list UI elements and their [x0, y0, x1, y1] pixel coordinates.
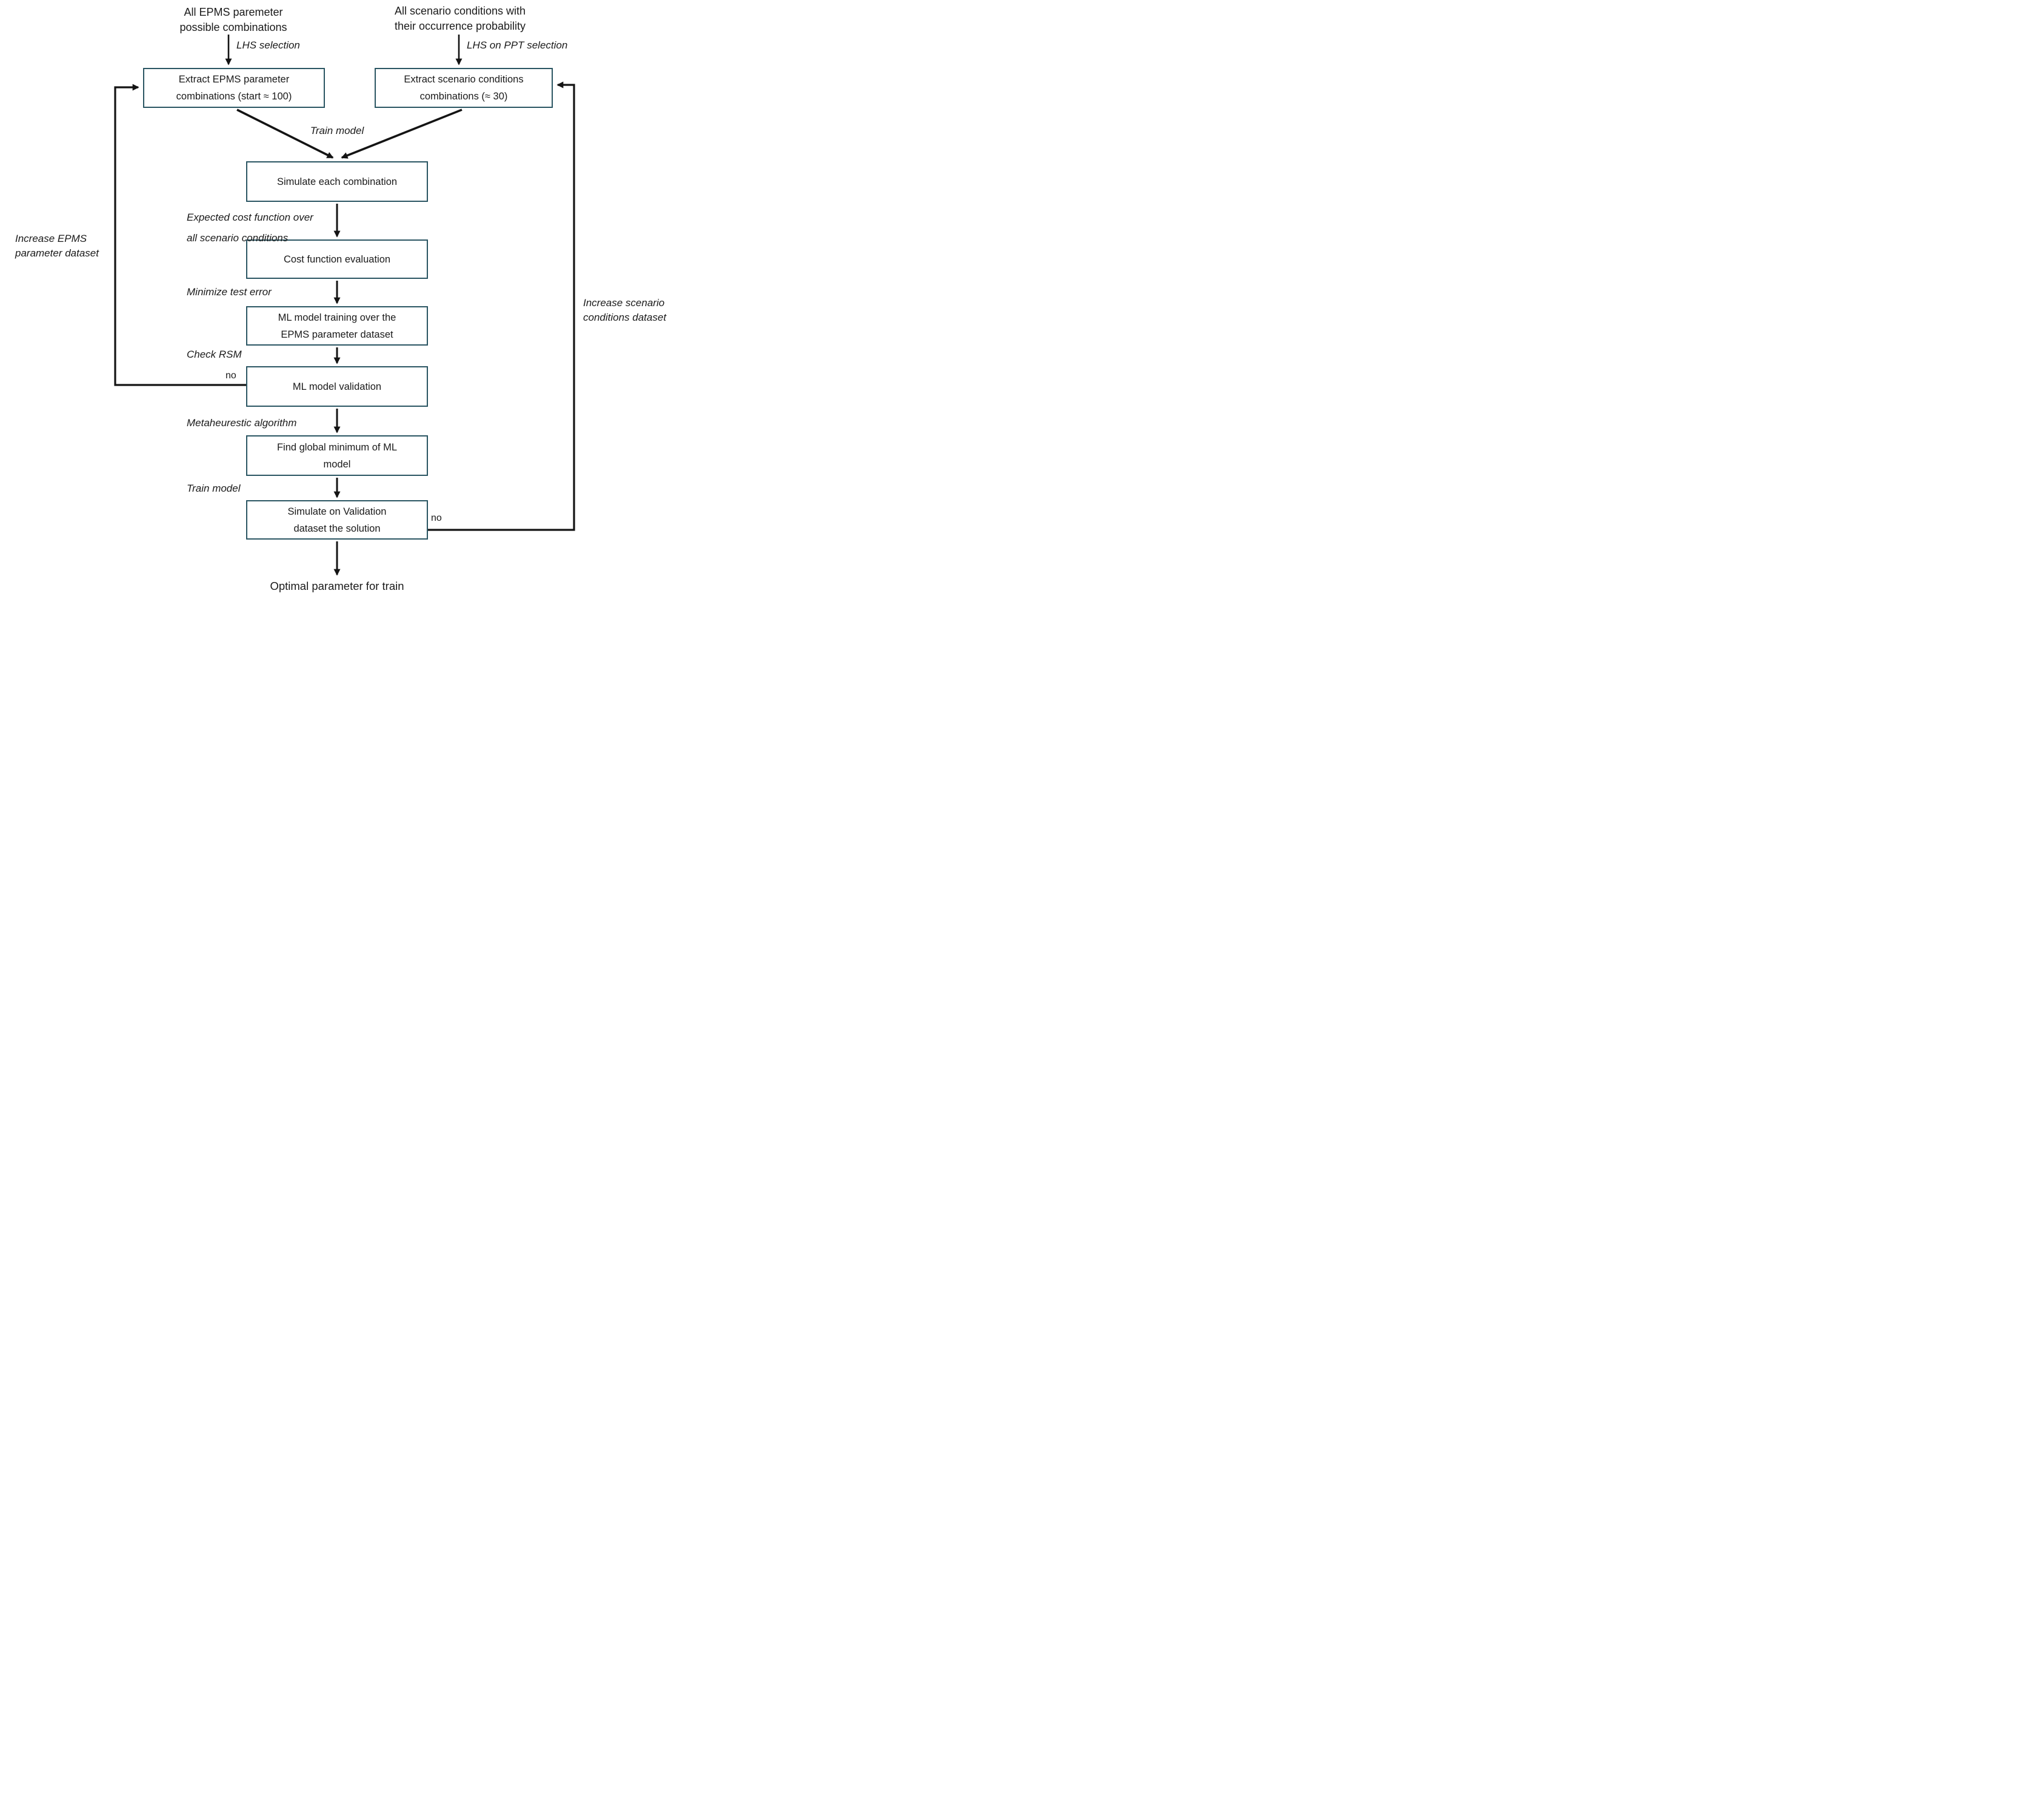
label-expected-cost-line1: Expected cost function over: [187, 212, 313, 223]
label-increase-scenario-line2: conditions dataset: [583, 312, 667, 323]
label-check-rsm: Check RSM: [187, 349, 242, 360]
node-cost-evaluation: Cost function evaluation: [246, 239, 428, 279]
label-increase-epms-line1: Increase EPMS: [15, 233, 87, 244]
node-find-global-minimum-line2: model: [323, 458, 351, 470]
node-find-global-minimum: Find global minimum of ML model: [246, 435, 428, 476]
label-expected-cost-function: Expected cost function over all scenario…: [187, 207, 313, 249]
label-train-model-bottom: Train model: [187, 483, 241, 494]
label-expected-cost-line2: all scenario conditions: [187, 232, 289, 244]
label-increase-epms-line2: parameter dataset: [15, 247, 99, 259]
flowchart-canvas: All EPMS paremeter possible combinations…: [0, 0, 681, 601]
source-epms-line2: possible combinations: [179, 21, 287, 33]
output-optimal-parameter: Optimal parameter for train: [270, 580, 404, 592]
source-scenario-text: All scenario conditions with their occur…: [395, 4, 526, 34]
label-minimize-test-error: Minimize test error: [187, 286, 272, 298]
node-ml-training: ML model training over the EPMS paramete…: [246, 306, 428, 346]
node-extract-scenario-line1: Extract scenario conditions: [404, 74, 524, 85]
node-simulate-validation-line2: dataset the solution: [293, 523, 381, 534]
node-extract-scenario: Extract scenario conditions combinations…: [375, 68, 553, 108]
node-ml-validation: ML model validation: [246, 366, 428, 407]
connector-layer: [114, 35, 575, 576]
label-no-right: no: [431, 513, 442, 523]
feedback-loop-increase-scenario: [428, 81, 575, 531]
label-lhs-selection: LHS selection: [236, 39, 300, 51]
arrow-epms-to-simulate: [236, 109, 334, 159]
label-lhs-ppt-selection: LHS on PPT selection: [467, 39, 568, 51]
node-extract-epms: Extract EPMS parameter combinations (sta…: [143, 68, 325, 108]
label-metaheuristic-algorithm: Metaheurestic algorithm: [187, 417, 297, 429]
label-increase-scenario-line1: Increase scenario: [583, 297, 665, 309]
source-epms-text: All EPMS paremeter possible combinations: [179, 5, 287, 35]
node-extract-scenario-line2: combinations (≈ 30): [419, 91, 508, 102]
source-epms-line1: All EPMS paremeter: [184, 6, 283, 18]
node-simulate-combination-line1: Simulate each combination: [276, 176, 398, 187]
label-train-model-top: Train model: [310, 125, 364, 136]
node-extract-epms-line1: Extract EPMS parameter: [178, 74, 290, 85]
node-ml-validation-line1: ML model validation: [292, 381, 382, 392]
source-scenario-line1: All scenario conditions with: [394, 5, 526, 17]
node-ml-training-line2: EPMS parameter dataset: [281, 329, 393, 340]
label-no-left: no: [225, 370, 236, 381]
arrow-scenario-to-simulate: [341, 109, 463, 159]
node-simulate-validation-line1: Simulate on Validation: [287, 506, 387, 517]
node-find-global-minimum-line1: Find global minimum of ML: [276, 441, 398, 453]
node-cost-evaluation-line1: Cost function evaluation: [283, 253, 391, 265]
node-extract-epms-line2: combinations (start ≈ 100): [176, 91, 292, 102]
node-simulate-validation: Simulate on Validation dataset the solut…: [246, 500, 428, 540]
feedback-loop-increase-epms: [114, 84, 246, 386]
label-increase-scenario-dataset: Increase scenario conditions dataset: [583, 296, 666, 325]
source-scenario-line2: their occurrence probability: [394, 20, 526, 32]
label-increase-epms-dataset: Increase EPMS parameter dataset: [15, 232, 99, 261]
node-simulate-combination: Simulate each combination: [246, 161, 428, 202]
node-ml-training-line1: ML model training over the: [278, 312, 396, 323]
